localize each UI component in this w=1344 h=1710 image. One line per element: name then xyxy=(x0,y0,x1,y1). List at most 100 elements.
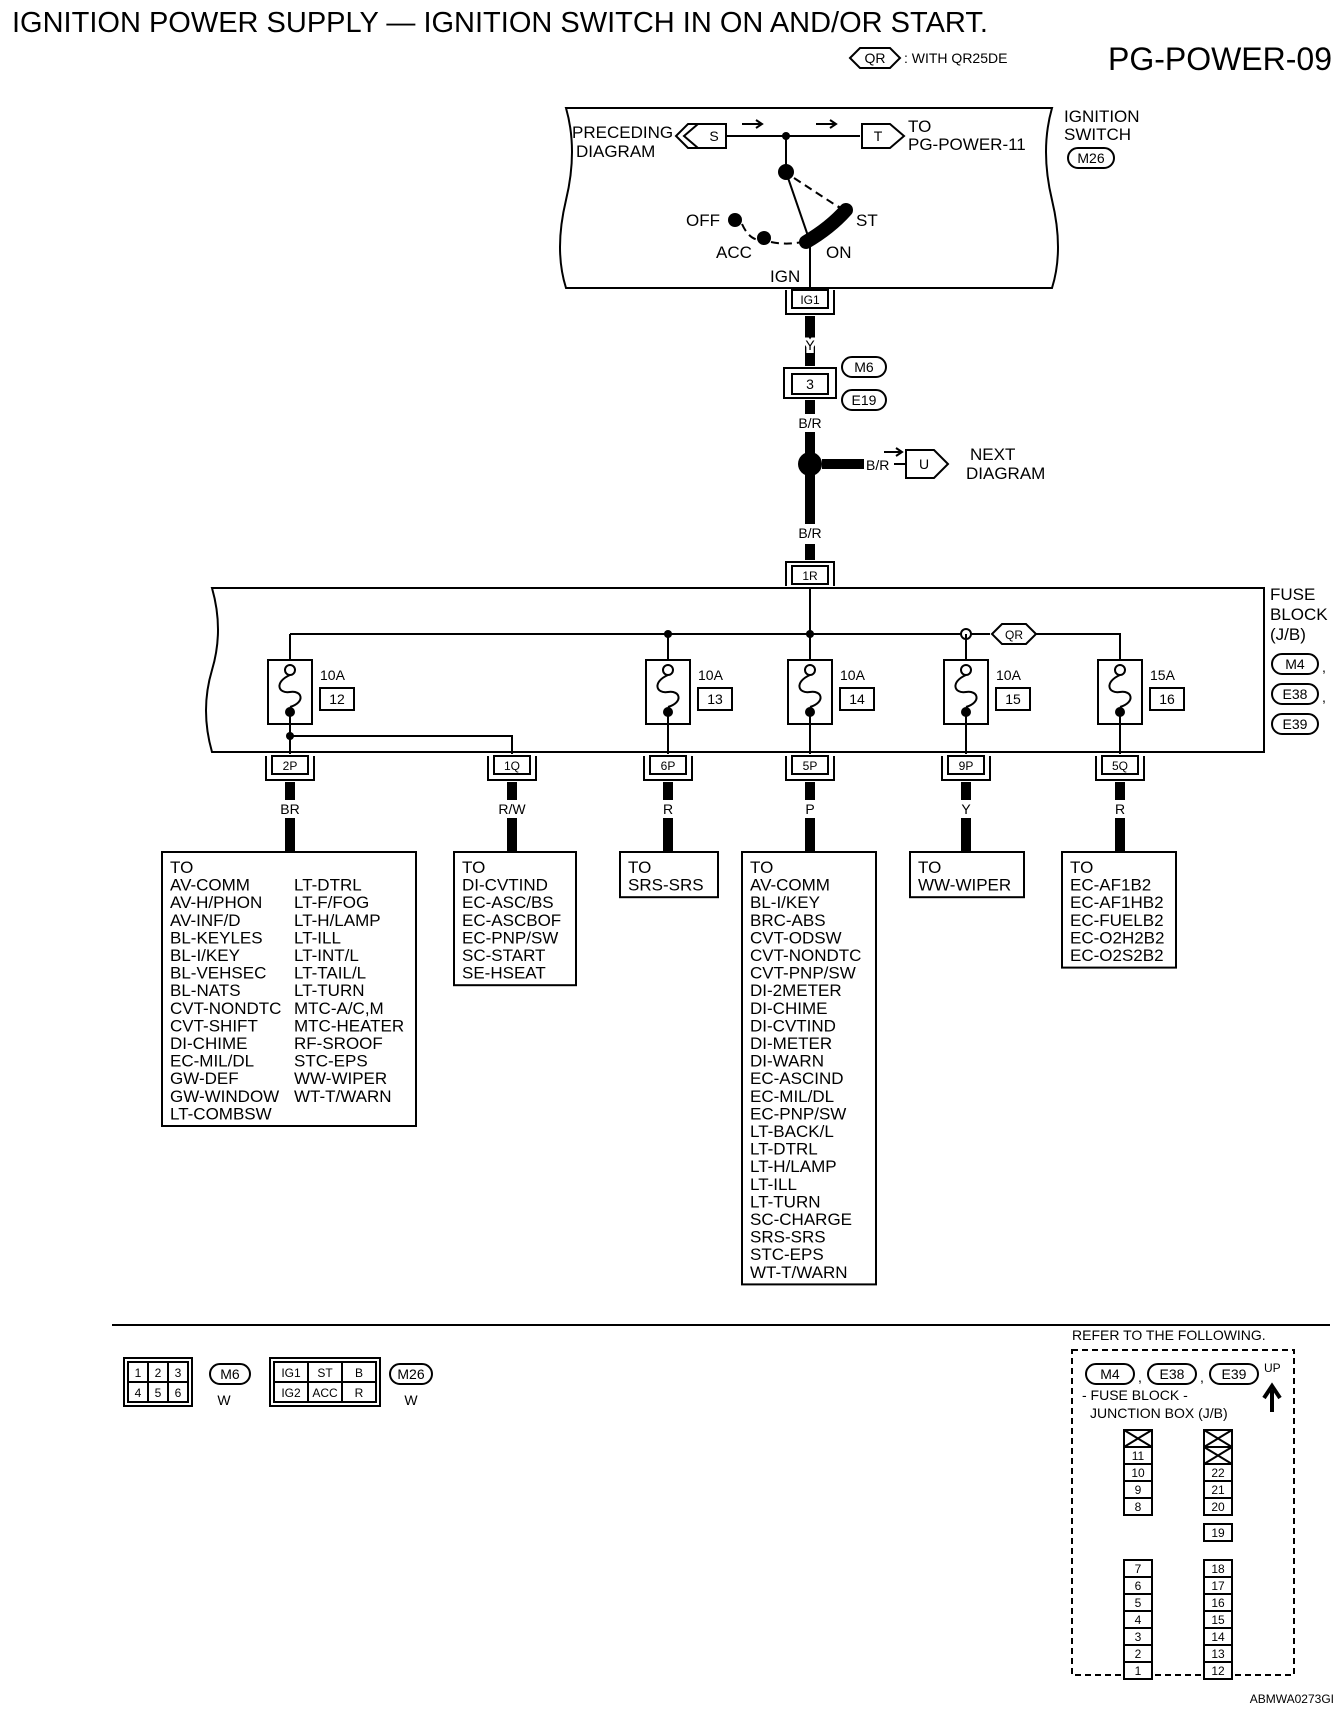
destination-item: DI-CVTIND xyxy=(750,1016,836,1035)
destination-item: LT-DTRL xyxy=(294,876,362,895)
qr-legend-text: : WITH QR25DE xyxy=(904,50,1007,66)
to-pg-power-11: PG-POWER-11 xyxy=(908,135,1026,154)
output-5Q: 5QRTOEC-AF1B2EC-AF1HB2EC-FUELB2EC-O2H2B2… xyxy=(1061,755,1177,969)
fuse12-to-1q xyxy=(290,735,513,754)
switch-travel-dashed xyxy=(793,177,847,213)
next-diagram-label: NEXT xyxy=(970,445,1015,464)
destination-item: SC-START xyxy=(462,946,545,965)
jb-slot: 13 xyxy=(1211,1647,1225,1661)
destination-item: LT-TAIL/L xyxy=(294,964,366,983)
jb-slot: 2 xyxy=(1135,1647,1142,1661)
switch-acc-dot xyxy=(757,231,771,245)
pin: 3 xyxy=(175,1366,182,1380)
output-5P: 5PPTOAV-COMMBL-I/KEYBRC-ABSCVT-ODSWCVT-N… xyxy=(741,755,877,1286)
destination-item: RF-SROOF xyxy=(294,1034,383,1053)
svg-text:3: 3 xyxy=(806,376,814,392)
destination-item: WW-WIPER xyxy=(918,876,1011,895)
fuse-amps: 10A xyxy=(320,667,346,683)
svg-text:IG1: IG1 xyxy=(800,293,820,307)
terminal-label: 5P xyxy=(803,759,818,773)
next-connector-u: U xyxy=(905,449,950,479)
svg-text:W: W xyxy=(404,1392,418,1408)
switch-acc-on-dashed xyxy=(770,239,811,245)
jb-slot: 22 xyxy=(1211,1466,1225,1480)
destination-item: EC-AF1B2 xyxy=(1070,876,1151,895)
svg-text:E19: E19 xyxy=(852,392,877,408)
fuse-number: 14 xyxy=(849,691,865,707)
destination-item: CVT-NONDTC xyxy=(750,946,861,965)
pin: 6 xyxy=(175,1386,182,1400)
switch-on-st-arc xyxy=(799,203,853,249)
destination-item: DI-CVTIND xyxy=(462,876,548,895)
destination-item: AV-COMM xyxy=(750,876,830,895)
svg-text:M26: M26 xyxy=(1077,150,1104,166)
fuse-amps: 15A xyxy=(1150,667,1176,683)
destination-item: LT-BACK/L xyxy=(750,1122,834,1141)
destination-item: DI-METER xyxy=(750,1034,832,1053)
destination-item: LT-INT/L xyxy=(294,946,359,965)
wire-y-label: Y xyxy=(805,337,815,353)
wire-color: R xyxy=(1115,801,1125,817)
terminal-label: 1Q xyxy=(504,759,520,773)
switch-off-acc-dashed xyxy=(741,223,765,242)
terminal-label: 6P xyxy=(661,759,676,773)
destination-item: EC-ASCBOF xyxy=(462,911,561,930)
jb-slot: 11 xyxy=(1132,1449,1145,1463)
fuse-15: 10A 15 xyxy=(943,634,1031,754)
destination-item: CVT-PNP/SW xyxy=(750,964,856,983)
wire-color: BR xyxy=(280,801,299,817)
preceding-diagram-label: PRECEDING xyxy=(572,123,673,142)
fuse-block-label-3: (J/B) xyxy=(1270,625,1306,644)
wire-label-bg xyxy=(790,524,830,542)
destination-item: TO xyxy=(750,858,773,877)
pin: B xyxy=(355,1366,363,1380)
destination-item: WT-T/WARN xyxy=(294,1087,392,1106)
terminal-label: 5Q xyxy=(1112,759,1128,773)
destination-item: CVT-ODSW xyxy=(750,928,842,947)
svg-text:W: W xyxy=(217,1392,231,1408)
jb-ref-conn: E38 xyxy=(1160,1366,1185,1382)
fuse-block-conn-m4: M4 xyxy=(1271,653,1319,675)
destination-item: LT-ILL xyxy=(750,1175,797,1194)
destination-box xyxy=(741,851,877,1286)
destination-item: BRC-ABS xyxy=(750,911,826,930)
jb-ref-frame xyxy=(1071,1349,1295,1676)
destination-item: LT-ILL xyxy=(294,928,341,947)
jb-slot: 19 xyxy=(1211,1526,1225,1540)
fuse-block-label: FUSE xyxy=(1270,585,1315,604)
svg-text:M26: M26 xyxy=(397,1366,424,1382)
wire-color: R/W xyxy=(498,801,526,817)
destination-item: SRS-SRS xyxy=(750,1228,826,1247)
flow-arrow-icon xyxy=(742,119,764,129)
fuse-amps: 10A xyxy=(996,667,1022,683)
jb-slot: 7 xyxy=(1135,1562,1142,1576)
destination-item: MTC-HEATER xyxy=(294,1016,404,1035)
svg-text:M4: M4 xyxy=(1285,656,1305,672)
wire-color: P xyxy=(805,801,814,817)
destination-box xyxy=(453,851,577,987)
destination-item: EC-AF1HB2 xyxy=(1070,893,1164,912)
diagram-title: IGNITION POWER SUPPLY — IGNITION SWITCH … xyxy=(12,7,988,39)
wire-br-label: B/R xyxy=(798,415,821,431)
destination-item: DI-CHIME xyxy=(170,1034,247,1053)
jb-ref-title-2: JUNCTION BOX (J/B) xyxy=(1090,1405,1228,1421)
pin: 5 xyxy=(155,1386,162,1400)
jb-slot: 10 xyxy=(1131,1466,1145,1480)
to-label: TO xyxy=(908,117,931,136)
jb-slot: 15 xyxy=(1211,1613,1225,1627)
wire-br-label-2: B/R xyxy=(798,525,821,541)
fuse-amps: 10A xyxy=(840,667,866,683)
jb-slot: 1 xyxy=(1135,1664,1142,1678)
destination-item: CVT-NONDTC xyxy=(170,999,281,1018)
destination-item: EC-PNP/SW xyxy=(462,928,558,947)
destination-item: AV-COMM xyxy=(170,876,250,895)
fuse-number: 15 xyxy=(1005,691,1021,707)
destination-item: EC-PNP/SW xyxy=(750,1104,846,1123)
reference-code: ABMWA0273GI xyxy=(1250,1692,1334,1706)
destination-box xyxy=(1061,851,1177,969)
